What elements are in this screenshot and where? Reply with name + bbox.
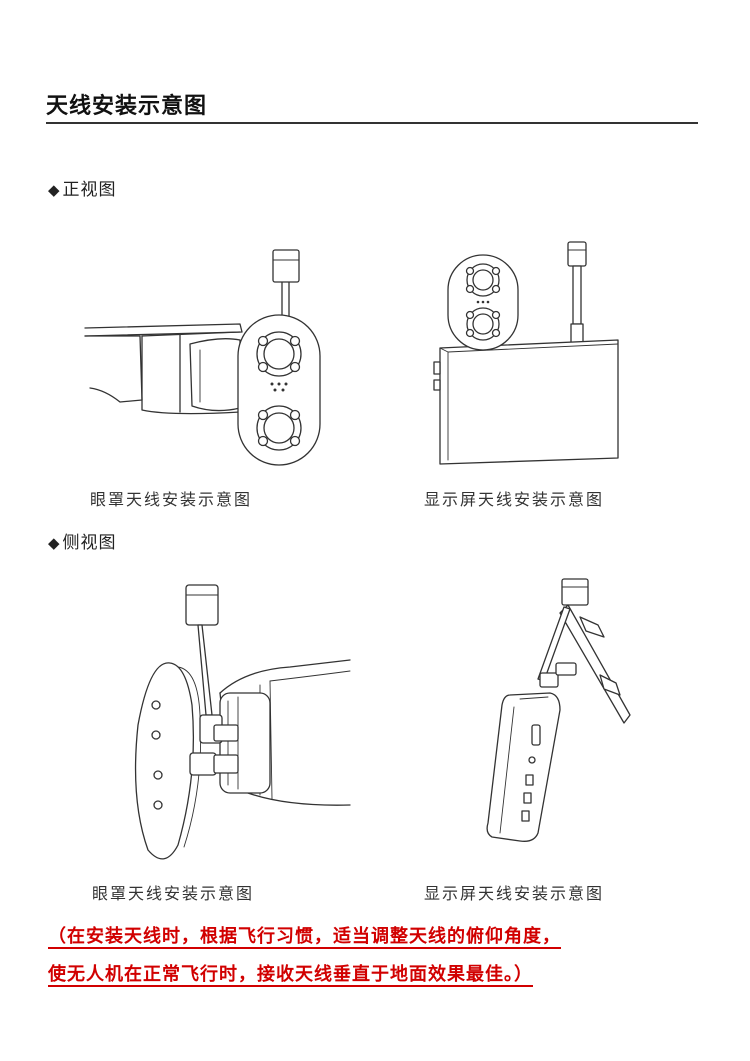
screen-side-view-illustration — [486, 578, 631, 842]
front-view-label: 正视图 — [62, 180, 117, 200]
screen-front-view-illustration — [433, 241, 619, 465]
goggles-side-view-illustration — [134, 584, 351, 860]
goggles-front-view-illustration — [84, 249, 321, 466]
goggles-side-caption: 眼罩天线安装示意图 — [92, 884, 255, 903]
screen-side-caption: 显示屏天线安装示意图 — [424, 884, 605, 903]
diamond-bullet-icon: ◆ — [48, 534, 61, 552]
page-title: 天线安装示意图 — [46, 94, 208, 119]
side-view-heading: ◆侧视图 — [48, 528, 117, 553]
side-view-label: 侧视图 — [62, 533, 117, 553]
screen-front-caption: 显示屏天线安装示意图 — [424, 490, 605, 509]
installation-note-line-2: 使无人机在正常飞行时，接收天线垂直于地面效果最佳。） — [48, 964, 533, 985]
goggles-front-caption: 眼罩天线安装示意图 — [90, 490, 253, 509]
installation-note-line-1: （在安装天线时，根据飞行习惯，适当调整天线的俯仰角度， — [48, 926, 561, 947]
front-view-heading: ◆正视图 — [48, 175, 117, 200]
title-divider — [46, 122, 698, 124]
diamond-bullet-icon: ◆ — [48, 181, 61, 199]
